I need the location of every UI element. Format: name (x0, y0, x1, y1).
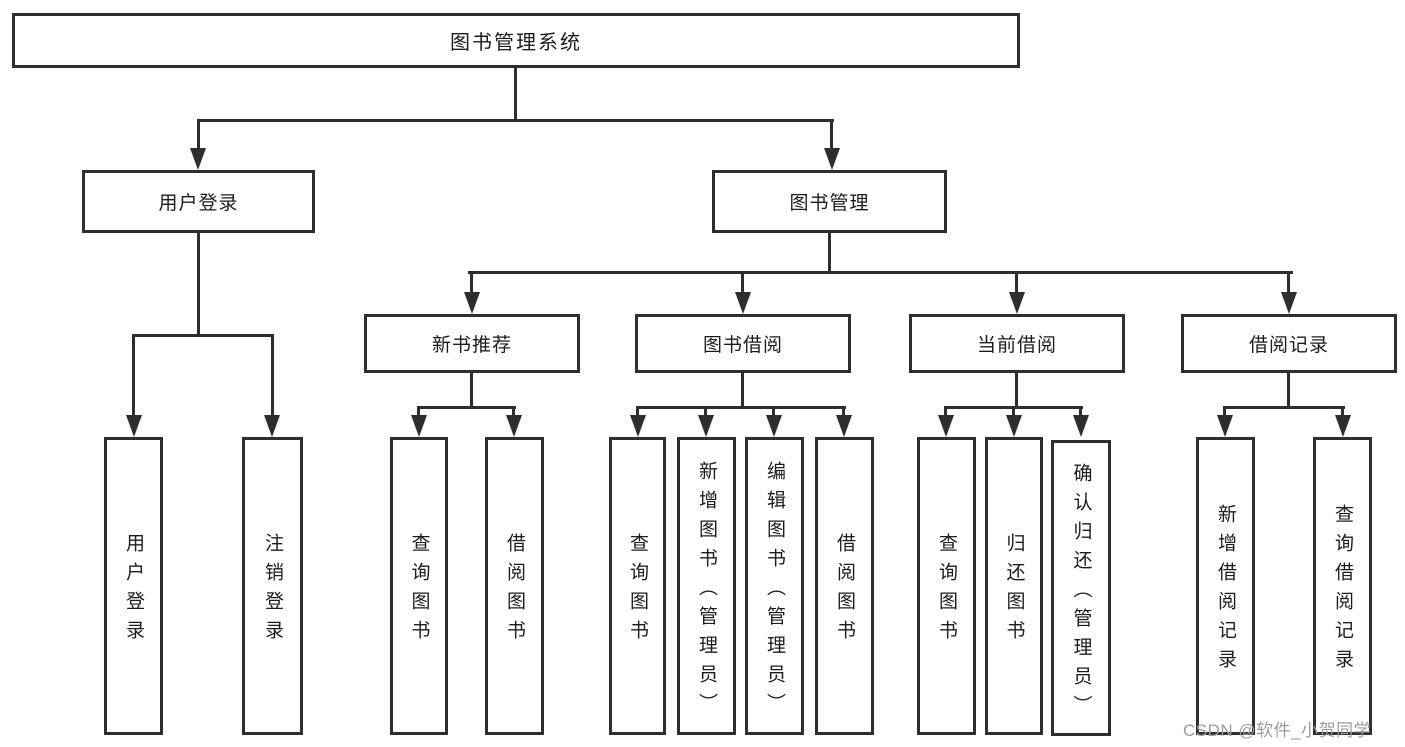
connector-line (772, 406, 775, 417)
connector-line (1223, 406, 1226, 417)
connector-line (1223, 406, 1345, 409)
leaf-add-borrow-record: 新增借阅记录 (1196, 437, 1255, 735)
leaf-query-books-borrowing: 查询图书 (609, 437, 666, 735)
leaf-borrow-books-recommend: 借阅图书 (485, 437, 544, 735)
connector-line (1079, 406, 1082, 417)
connector-line (944, 406, 947, 417)
arrow-down-icon (190, 148, 206, 170)
arrow-down-icon (411, 415, 427, 437)
leaf-edit-books-admin: 编辑图书（管理员） (745, 437, 804, 735)
leaf-label: 新增借阅记录 (1215, 504, 1236, 678)
leaf-label: 确认归还（管理员） (1070, 462, 1092, 724)
leaf-query-borrow-record: 查询借阅记录 (1313, 437, 1372, 735)
connector-line (1015, 271, 1018, 294)
connector-line (197, 119, 200, 149)
connector-line (1012, 406, 1015, 417)
connector-line (741, 271, 744, 294)
node-label: 图书借阅 (702, 335, 783, 356)
node-book-borrowing: 图书借阅 (635, 314, 851, 373)
arrow-down-icon (126, 415, 142, 437)
leaf-query-books-current: 查询图书 (917, 437, 976, 735)
arrow-down-icon (735, 292, 751, 314)
node-borrowing-records: 借阅记录 (1181, 314, 1397, 373)
connector-line (417, 406, 420, 417)
node-current-borrowing: 当前借阅 (909, 314, 1125, 373)
connector-line (842, 406, 845, 417)
connector-line (514, 68, 517, 120)
arrow-down-icon (938, 415, 954, 437)
connector-line (470, 271, 473, 294)
leaf-label: 用户登录 (123, 533, 144, 649)
connector-line (132, 334, 135, 416)
connector-line (417, 406, 516, 409)
connector-line (828, 233, 831, 273)
leaf-label: 编辑图书（管理员） (764, 460, 785, 722)
leaf-logout: 注销登录 (242, 437, 303, 735)
node-new-book-recommend: 新书推荐 (364, 314, 580, 373)
connector-line (132, 334, 274, 337)
arrow-down-icon (1335, 415, 1351, 437)
csdn-watermark: CSDN @软件_小贺同学 (1183, 721, 1372, 740)
arrow-down-icon (264, 415, 280, 437)
node-label: 新书推荐 (431, 335, 512, 356)
node-label: 借阅记录 (1248, 335, 1329, 356)
connector-line (271, 334, 274, 416)
arrow-down-icon (506, 415, 522, 437)
node-label: 用户登录 (158, 193, 239, 214)
leaf-label: 新增图书（管理员） (696, 460, 717, 722)
connector-line (704, 406, 707, 417)
node-label: 图书管理系统 (450, 32, 582, 54)
leaf-add-books-admin: 新增图书（管理员） (677, 437, 736, 735)
connector-line (1341, 406, 1344, 417)
connector-line (741, 373, 744, 408)
leaf-label: 借阅图书 (504, 533, 525, 649)
arrow-down-icon (836, 415, 852, 437)
leaf-user-login: 用户登录 (104, 437, 163, 735)
leaf-label: 查询图书 (936, 533, 957, 649)
leaf-label: 查询图书 (408, 533, 430, 649)
connector-line (512, 406, 515, 417)
arrow-down-icon (1073, 415, 1089, 437)
arrow-down-icon (766, 415, 782, 437)
connector-line (1015, 373, 1018, 408)
connector-line (636, 406, 846, 409)
node-user-login: 用户登录 (82, 170, 315, 233)
connector-line (468, 271, 1293, 274)
connector-line (636, 406, 639, 417)
node-label: 当前借阅 (976, 335, 1057, 356)
leaf-return-books: 归还图书 (985, 437, 1043, 735)
leaf-query-books-recommend: 查询图书 (390, 437, 448, 735)
connector-line (1287, 373, 1290, 408)
arrow-down-icon (1217, 415, 1233, 437)
arrow-down-icon (824, 148, 840, 170)
connector-line (1287, 271, 1290, 294)
leaf-label: 注销登录 (262, 533, 283, 649)
arrow-down-icon (1281, 292, 1297, 314)
node-book-management: 图书管理 (712, 170, 947, 233)
connector-line (470, 373, 473, 408)
leaf-confirm-return-admin: 确认归还（管理员） (1051, 440, 1111, 736)
leaf-borrow-books: 借阅图书 (815, 437, 874, 735)
arrow-down-icon (698, 415, 714, 437)
node-label: 图书管理 (789, 193, 870, 214)
arrow-down-icon (1009, 292, 1025, 314)
leaf-label: 查询图书 (627, 533, 648, 649)
leaf-label: 借阅图书 (834, 533, 855, 649)
connector-line (197, 233, 200, 335)
node-library-management-system: 图书管理系统 (12, 13, 1020, 68)
arrow-down-icon (464, 292, 480, 314)
leaf-label: 归还图书 (1003, 533, 1025, 649)
connector-line (830, 119, 833, 149)
arrow-down-icon (630, 415, 646, 437)
leaf-label: 查询借阅记录 (1332, 504, 1353, 678)
arrow-down-icon (1006, 415, 1022, 437)
connector-line (197, 119, 834, 122)
